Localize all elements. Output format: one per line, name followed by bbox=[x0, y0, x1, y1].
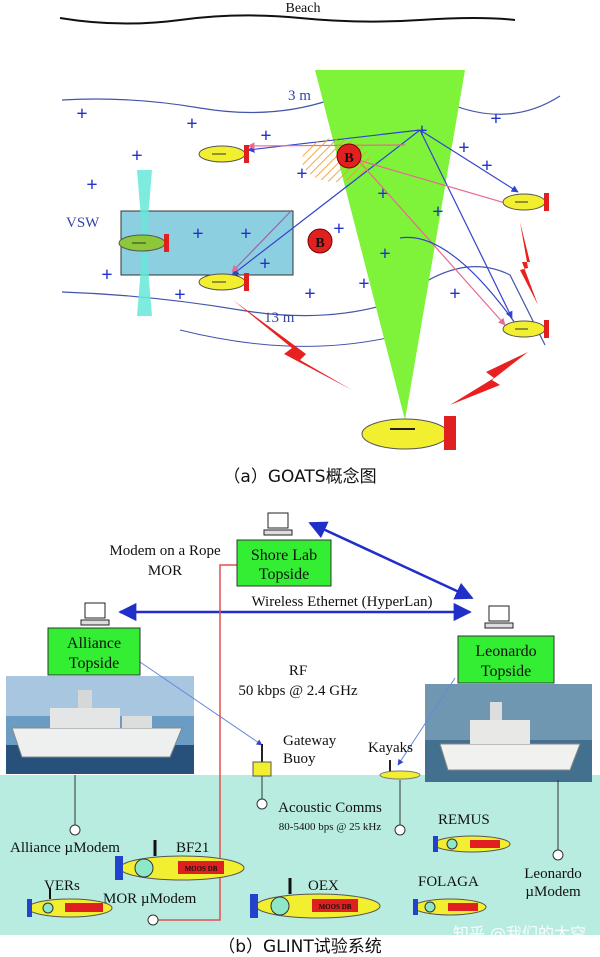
computer-icon-leonardo bbox=[484, 605, 514, 629]
svg-text:+: + bbox=[174, 284, 185, 306]
svg-text:+: + bbox=[481, 155, 492, 177]
lightning-right-lower bbox=[450, 352, 528, 405]
svg-text:+: + bbox=[304, 283, 315, 305]
auv-a-large bbox=[361, 416, 456, 450]
folaga-label: FOLAGA bbox=[418, 874, 479, 890]
remus-label: REMUS bbox=[438, 812, 490, 828]
auv-vers bbox=[27, 888, 113, 918]
alliance-ship-photo bbox=[6, 676, 194, 774]
gateway-label-1: Gateway bbox=[283, 733, 337, 749]
wireless-label: Wireless Ethernet (HyperLan) bbox=[252, 594, 433, 610]
depth-label-3m: 3 m bbox=[288, 88, 311, 104]
alliance-topside-line1: Alliance bbox=[67, 635, 121, 652]
alliance-topside-box bbox=[47, 627, 141, 676]
leonardo-umodem-label-2: µModem bbox=[525, 884, 581, 900]
rf-label-1: RF bbox=[289, 663, 307, 679]
depth-contour-13m bbox=[61, 266, 546, 346]
vsw-label: VSW bbox=[66, 215, 100, 231]
leonardo-ship-photo bbox=[425, 684, 592, 782]
svg-text:B: B bbox=[315, 236, 324, 251]
svg-text:+: + bbox=[432, 201, 443, 223]
beach-line bbox=[59, 14, 516, 25]
auv-a2 bbox=[118, 234, 169, 252]
alliance-topside-line2: Topside bbox=[69, 655, 119, 672]
rf-label-2: 50 kbps @ 2.4 GHz bbox=[238, 683, 358, 699]
panel-b: Shore Lab Topside Alliance Topside Leona… bbox=[0, 512, 600, 935]
auv-bf21: MOOS DB bbox=[115, 840, 245, 881]
auv-oex: MOOS DB bbox=[250, 878, 381, 919]
oex-label: OEX bbox=[308, 878, 339, 894]
svg-text:MOOS DB: MOOS DB bbox=[185, 865, 218, 873]
modem-rope-label-2: MOR bbox=[148, 563, 182, 579]
shore-lab-line1: Shore Lab bbox=[251, 547, 317, 564]
caption-a: （a）GOATS概念图 bbox=[223, 467, 377, 487]
leonardo-topside-box bbox=[457, 635, 555, 684]
svg-text:+: + bbox=[377, 183, 388, 205]
leonardo-umodem-label-1: Leonardo bbox=[524, 866, 581, 882]
auv-a4 bbox=[502, 193, 549, 211]
caption-b: （b）GLINT试验系统 bbox=[218, 937, 382, 957]
watermark: 知乎 @我们的太空 bbox=[452, 924, 586, 943]
mor-umodem-label: MOR µModem bbox=[103, 891, 197, 907]
svg-text:+: + bbox=[260, 125, 271, 147]
svg-text:+: + bbox=[186, 113, 197, 135]
svg-text:+: + bbox=[490, 108, 501, 130]
svg-text:+: + bbox=[458, 137, 469, 159]
lightning-right-upper bbox=[520, 222, 538, 305]
leonardo-topside-line2: Topside bbox=[481, 663, 531, 680]
gateway-buoy bbox=[252, 744, 272, 777]
auv-a3 bbox=[198, 273, 249, 291]
svg-text:B: B bbox=[344, 151, 353, 166]
auv-folaga bbox=[413, 898, 487, 916]
computer-icon-shore bbox=[263, 512, 293, 536]
beach-label: Beach bbox=[286, 1, 321, 16]
bf21-label: BF21 bbox=[176, 840, 209, 856]
svg-text:+: + bbox=[86, 174, 97, 196]
auv-remus bbox=[433, 835, 511, 853]
acoustic-label-1: Acoustic Comms bbox=[278, 800, 382, 816]
modem-rope-label-1: Modem on a Rope bbox=[109, 543, 221, 559]
alliance-umodem-label: Alliance µModem bbox=[10, 840, 120, 856]
modem-markers bbox=[69, 798, 564, 926]
svg-text:+: + bbox=[358, 273, 369, 295]
svg-text:+: + bbox=[333, 218, 344, 240]
svg-text:+: + bbox=[76, 103, 87, 125]
svg-text:+: + bbox=[379, 243, 390, 265]
computer-icon-alliance bbox=[80, 602, 110, 626]
svg-text:+: + bbox=[449, 283, 460, 305]
svg-text:+: + bbox=[101, 264, 112, 286]
panel-a: Beach 3 m 13 m VSW + + + + + + + + + + + + + + + +… bbox=[59, 1, 561, 450]
shore-lab-box bbox=[236, 539, 332, 587]
svg-text:+: + bbox=[259, 253, 270, 275]
target-proud: B bbox=[307, 228, 333, 254]
links bbox=[74, 521, 559, 921]
depth-contour-3m bbox=[61, 90, 561, 115]
vers-label: VERs bbox=[44, 878, 80, 894]
auv-a5 bbox=[502, 320, 549, 338]
depth-label-13m: 13 m bbox=[264, 310, 295, 326]
leonardo-topside-line1: Leonardo bbox=[475, 643, 536, 660]
lightning-left bbox=[233, 300, 352, 390]
shore-lab-line2: Topside bbox=[259, 566, 309, 583]
svg-text:+: + bbox=[131, 145, 142, 167]
svg-text:+: + bbox=[240, 223, 251, 245]
auv-a1 bbox=[198, 145, 249, 163]
acoustic-label-2: 80-5400 bps @ 25 kHz bbox=[279, 821, 382, 833]
svg-text:+: + bbox=[192, 223, 203, 245]
kayak bbox=[379, 760, 421, 780]
kayaks-label: Kayaks bbox=[368, 740, 413, 756]
gateway-label-2: Buoy bbox=[283, 751, 316, 767]
svg-text:+: + bbox=[296, 163, 307, 185]
vsw-area bbox=[120, 210, 294, 276]
svg-text:MOOS DB: MOOS DB bbox=[319, 903, 352, 911]
target-buried: B bbox=[336, 143, 362, 169]
